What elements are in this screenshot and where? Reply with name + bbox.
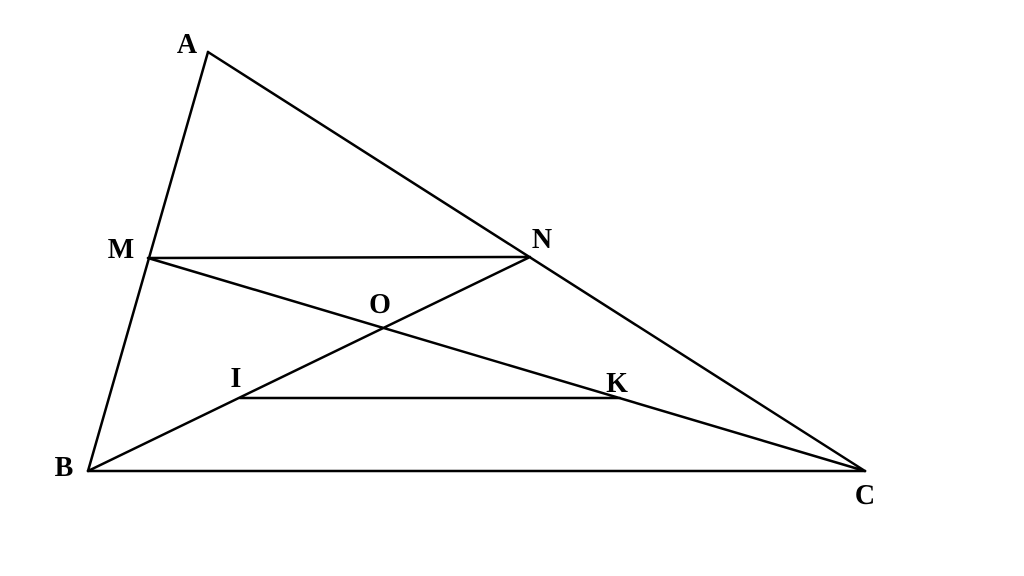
point-label-O: O — [369, 289, 391, 320]
point-label-K: K — [606, 368, 628, 399]
point-label-N: N — [532, 224, 552, 255]
point-label-M: M — [108, 234, 134, 265]
point-label-B: B — [55, 452, 74, 483]
segment-BN — [86, 255, 532, 473]
point-label-C: C — [855, 480, 875, 511]
segment-MC — [146, 256, 867, 473]
segment-AC — [206, 50, 867, 473]
segment-MN — [146, 255, 532, 260]
point-label-I: I — [231, 363, 242, 394]
segment-AB — [86, 50, 210, 473]
point-label-A: A — [177, 29, 198, 60]
